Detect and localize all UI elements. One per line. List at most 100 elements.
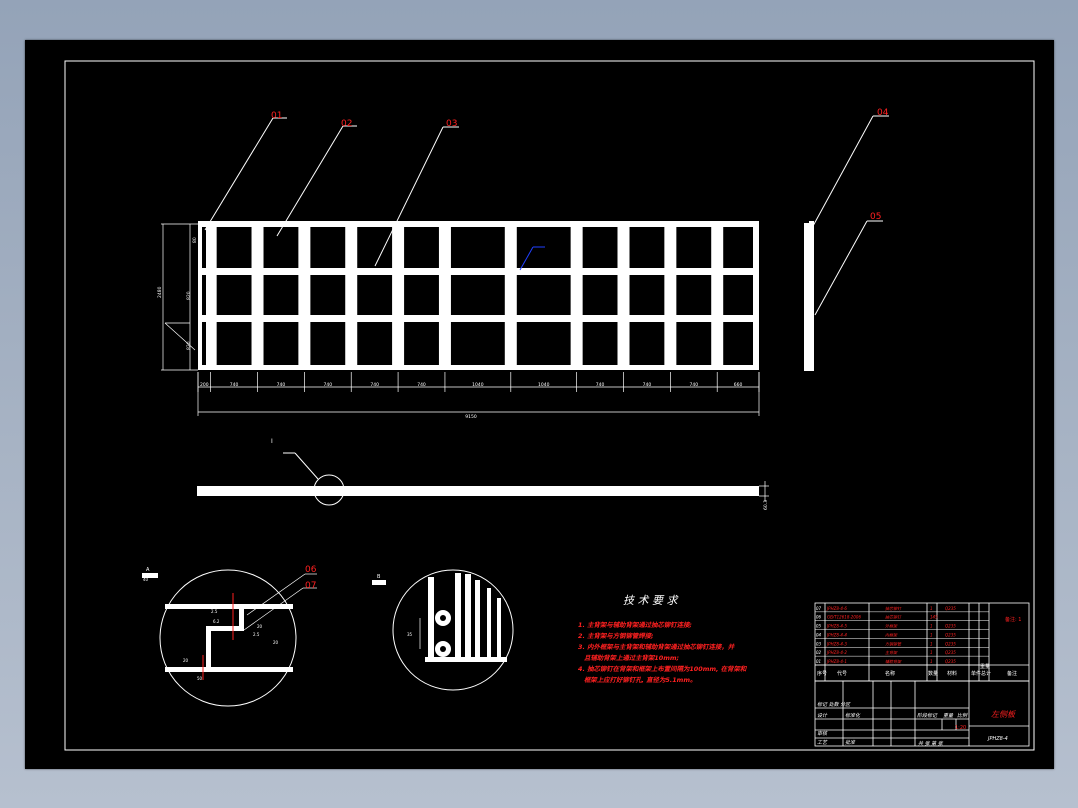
grid-opening <box>629 227 665 268</box>
grid-opening <box>202 227 206 268</box>
svg-text:2. 主背架与方钢铆管焊接;: 2. 主背架与方钢铆管焊接; <box>578 632 654 640</box>
svg-text:序号: 序号 <box>817 670 827 677</box>
svg-text:代号: 代号 <box>837 670 847 677</box>
left-row-dim-3: 820 <box>186 341 192 350</box>
blue-marker <box>519 246 545 271</box>
balloon-04: 04 <box>877 108 889 118</box>
detail-a-view <box>142 569 317 707</box>
svg-text:设计: 设计 <box>817 712 828 719</box>
grid-opening <box>202 275 206 315</box>
grid-opening <box>216 322 252 365</box>
dim-segment-label: 740 <box>230 382 239 388</box>
section-marker-b: B <box>377 574 381 580</box>
dim-segment-label: 740 <box>370 382 379 388</box>
grid-opening <box>450 275 505 315</box>
parts-cell-no: 01 <box>816 659 821 664</box>
bottom-dimensions <box>197 372 760 416</box>
left-row-dim-2: 820 <box>186 291 192 300</box>
detail-label: I <box>271 438 273 445</box>
detail-b-view <box>372 569 514 691</box>
grid-opening <box>357 227 393 268</box>
detail-dim-label: 20 <box>273 640 279 645</box>
grid-opening <box>629 275 665 315</box>
parts-cell-no: 07 <box>816 606 822 611</box>
svg-text:备注: 备注 <box>1007 670 1017 677</box>
parts-side-note: 备注: 1 <box>1005 616 1021 623</box>
drawing-number: JPHZ8-4 <box>987 736 1008 742</box>
parts-cell-name: 方钢铆管 <box>885 641 902 646</box>
balloon-03: 03 <box>446 119 457 129</box>
parts-cell-name: 主背架 <box>885 650 898 655</box>
grid-opening <box>357 322 393 365</box>
svg-text:审核: 审核 <box>817 730 828 737</box>
grid-opening <box>404 275 439 315</box>
svg-text:数量: 数量 <box>928 670 938 677</box>
balloon-07: 07 <box>305 581 316 591</box>
grid-opening <box>357 275 393 315</box>
detail-dim-label: 50 <box>197 676 203 681</box>
dim-segment-label: 740 <box>596 382 605 388</box>
grid-opening <box>516 322 571 365</box>
parts-cell-code: JPHZ8-4-6 <box>826 606 847 611</box>
svg-text:单件: 单件 <box>971 670 981 677</box>
parts-cell-material: Q235 <box>945 624 956 629</box>
parts-cell-name: 抽芯铆钉 <box>885 615 902 620</box>
svg-text:阶段标记: 阶段标记 <box>917 712 938 719</box>
svg-text:框架上应打好铆钉孔, 直径为5.1mm。: 框架上应打好铆钉孔, 直径为5.1mm。 <box>584 676 696 684</box>
parts-cell-code: GB/T12618-2006 <box>827 615 861 620</box>
parts-cell-qty: 1 <box>930 650 933 655</box>
parts-cell-material: Q235 <box>945 650 956 655</box>
parts-cell-no: 06 <box>816 615 822 620</box>
drawing-canvas[interactable]: 01 02 03 04 05 200 740 740 740 740 740 1040 104… <box>25 40 1054 769</box>
grid-opening <box>582 275 618 315</box>
parts-cell-no: 03 <box>816 641 822 646</box>
grid-opening <box>450 227 505 268</box>
svg-text:3. 内外框架与主背架和辅助背架通过抽芯铆钉连接，并: 3. 内外框架与主背架和辅助背架通过抽芯铆钉连接，并 <box>578 643 736 651</box>
parts-cell-code: JPHZ8-4-3 <box>826 641 847 646</box>
parts-cell-name: 外框架 <box>885 624 898 629</box>
leader-lines <box>204 115 889 316</box>
grid-opening <box>310 227 346 268</box>
dim-segment-label: 1040 <box>472 382 484 388</box>
grid-opening <box>516 275 571 315</box>
detail-dim-label: 2.5 <box>211 609 218 614</box>
parts-cell-no: 02 <box>816 650 822 655</box>
strip-side-dim: 60.3 <box>763 500 769 510</box>
grid-opening <box>310 322 346 365</box>
dim-segment-label: 1040 <box>538 382 550 388</box>
parts-cell-code: JPHZ8-4-4 <box>826 632 847 637</box>
parts-cell-code: JPHZ8-4-2 <box>826 650 847 655</box>
title-block <box>814 680 1030 747</box>
parts-cell-qty: 1 <box>930 632 933 637</box>
dim-segment-label: 740 <box>277 382 286 388</box>
parts-list-header: 序号 代号 名称 数量 材料 单件 重量 总计 备注 <box>817 663 1017 677</box>
svg-text:标记 处数 分区: 标记 处数 分区 <box>817 701 851 708</box>
grid-opening <box>216 275 252 315</box>
overall-width-dim: 9150 <box>465 414 477 420</box>
dim-segment-label: 740 <box>643 382 652 388</box>
svg-text:总计: 总计 <box>981 670 991 677</box>
detail-dim-label: 20 <box>183 658 189 663</box>
balloon-05: 05 <box>870 212 881 222</box>
parts-cell-code: JPHZ8-4-1 <box>826 659 847 664</box>
svg-text:批准: 批准 <box>845 739 856 746</box>
grid-opening <box>263 227 299 268</box>
grid-opening <box>676 227 712 268</box>
dim-segment-label: 200 <box>200 382 209 388</box>
grid-opening <box>676 322 712 365</box>
balloon-06: 06 <box>305 565 317 575</box>
main-frame-view <box>198 221 759 370</box>
grid-opening <box>310 275 346 315</box>
grid-opening <box>582 227 618 268</box>
notes-title: 技 术 要 求 <box>623 594 679 607</box>
svg-text:材料: 材料 <box>947 670 957 677</box>
parts-cell-material: Q235 <box>945 659 956 664</box>
detail-dim-label: 2 <box>246 604 249 609</box>
parts-cell-name: 内框架 <box>885 632 898 637</box>
detail-dim-label: 20 <box>257 624 263 629</box>
parts-cell-name: 辅助背架 <box>885 659 902 664</box>
detail-dim-label: 6.2 <box>213 619 220 624</box>
balloon-01: 01 <box>271 111 282 121</box>
grid-opening <box>404 322 439 365</box>
grid-opening <box>404 227 439 268</box>
